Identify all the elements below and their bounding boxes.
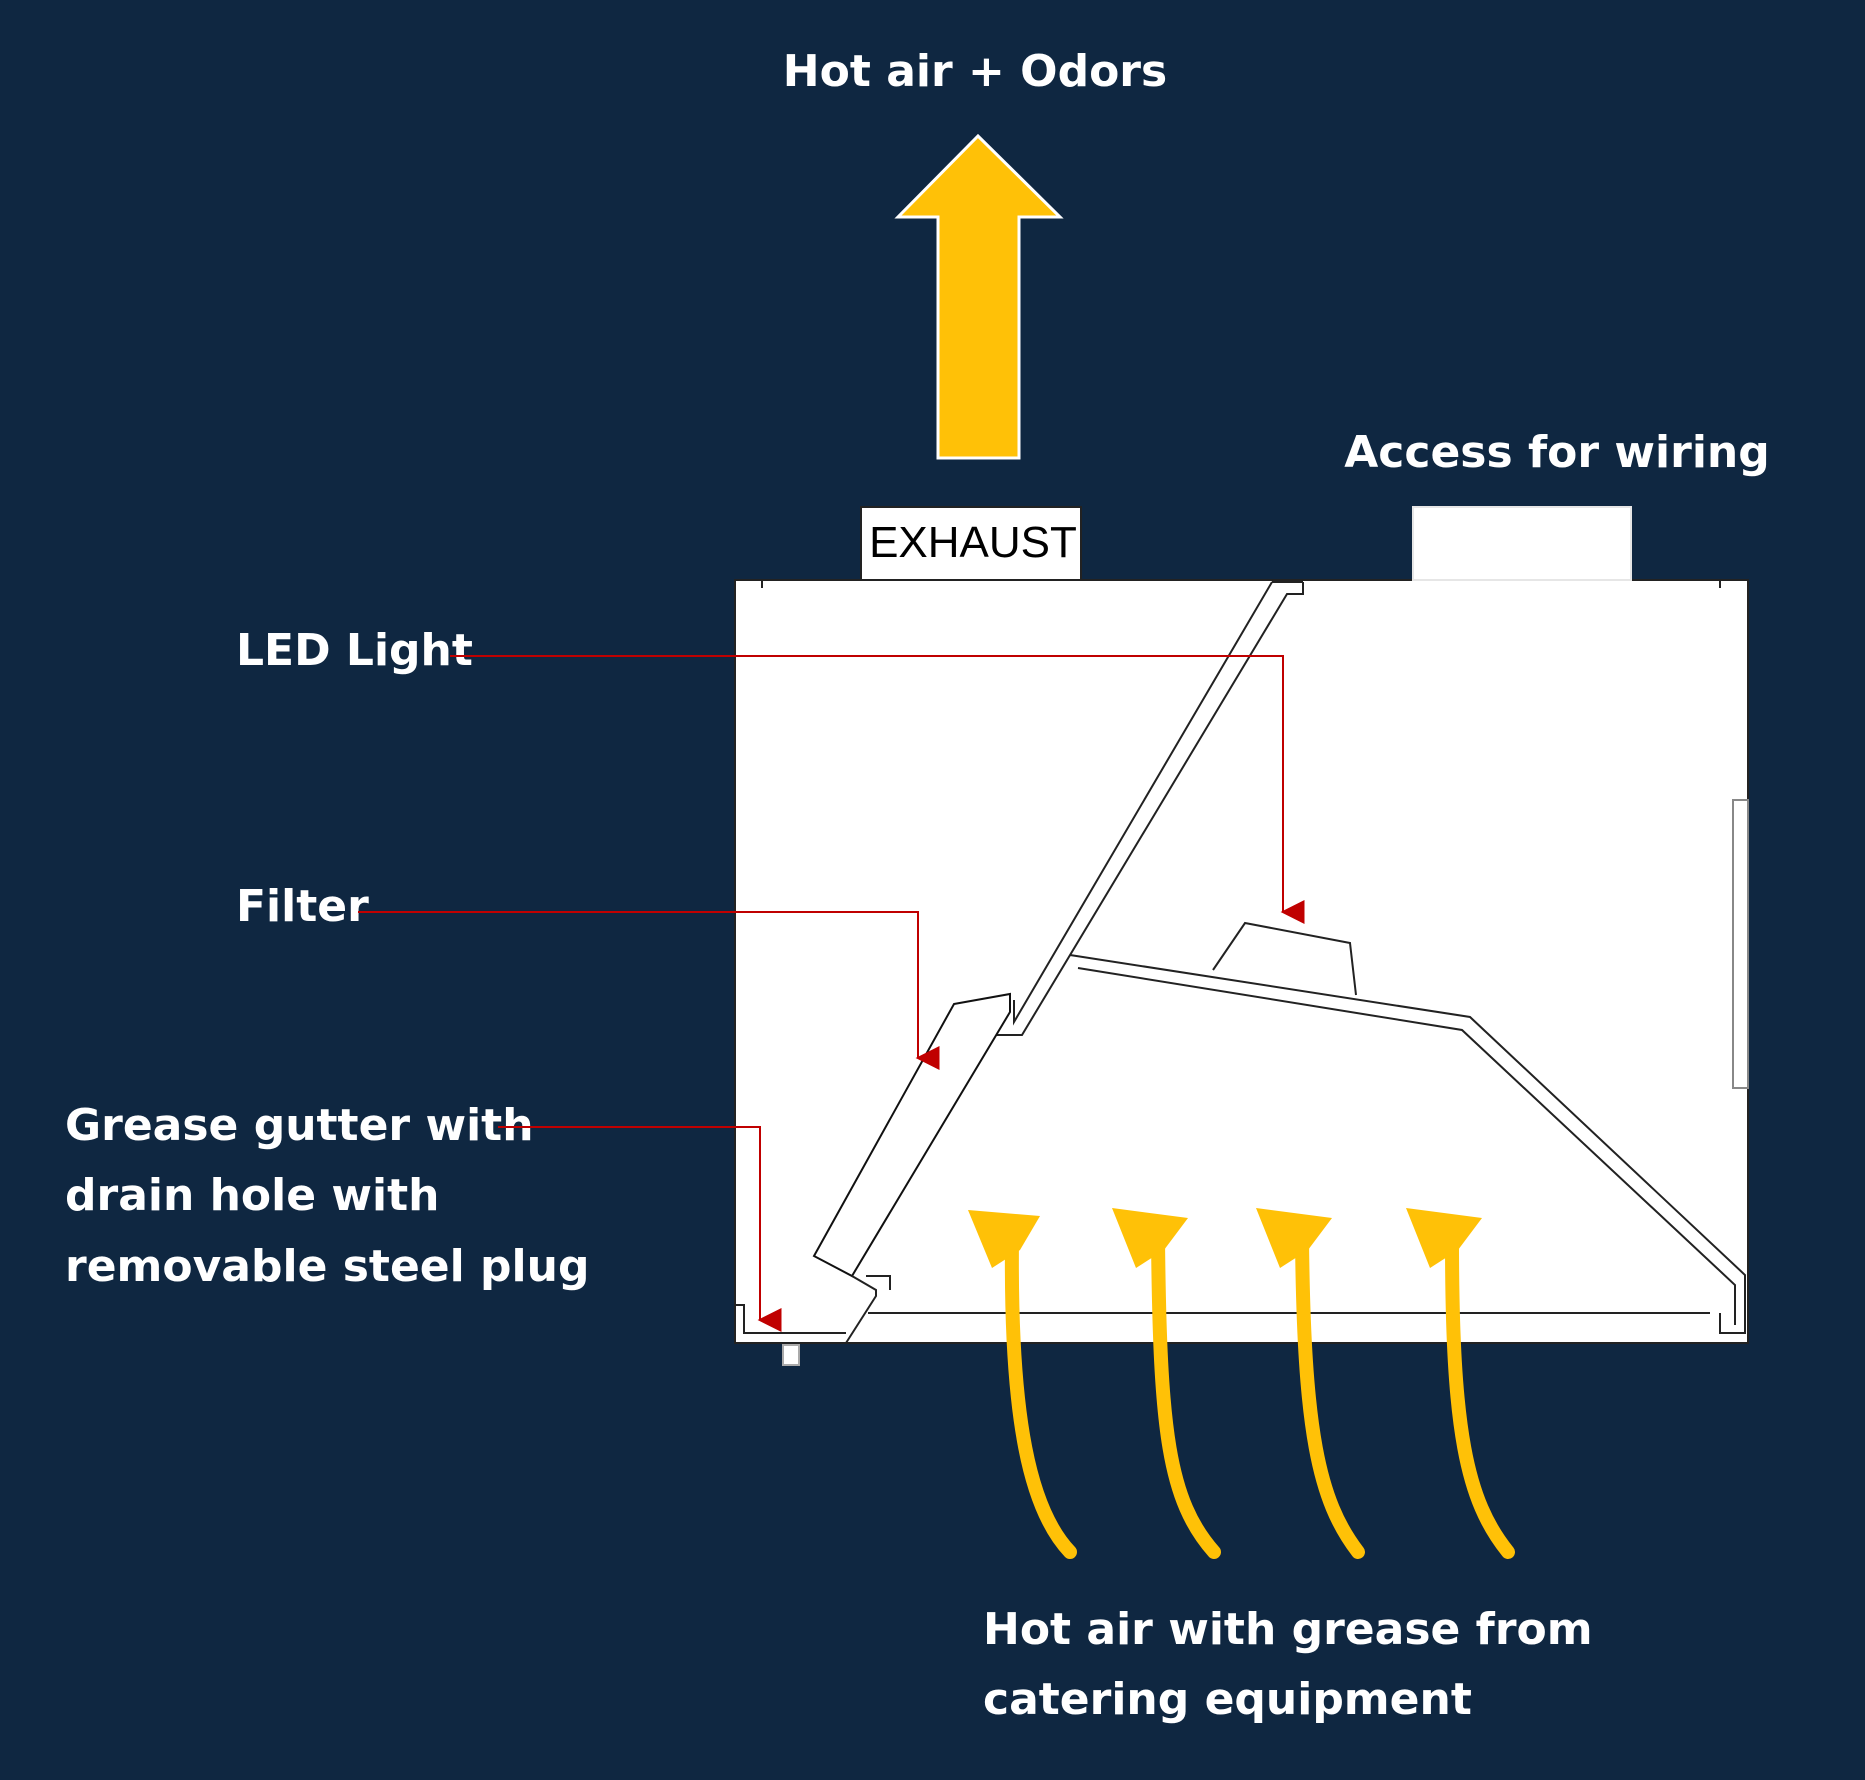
wiring-access-label: Access for wiring	[1344, 427, 1769, 478]
filter-label: Filter	[236, 881, 369, 932]
exhaust-flow-arrow-icon	[894, 133, 1064, 460]
led-light-label: LED Light	[236, 625, 473, 676]
bottom-flow-label-line-1: Hot air with grease from	[983, 1604, 1593, 1655]
exhaust-collar	[860, 506, 1082, 581]
drain-plug-icon	[782, 1344, 800, 1366]
airflow-arrow-icon	[1112, 1208, 1221, 1559]
grease-airflow-arrows	[968, 1208, 1515, 1559]
led-light-callout	[450, 655, 1305, 924]
grease-gutter-callout	[498, 1126, 782, 1332]
side-panel	[1732, 799, 1749, 1089]
led-light-fixture	[1212, 921, 1357, 996]
airflow-arrow-icon	[1406, 1208, 1515, 1559]
grease-gutter-label-line-1: Grease gutter with	[65, 1100, 534, 1151]
wiring-access-box	[1412, 506, 1632, 581]
grease-gutter-label-line-3: removable steel plug	[65, 1241, 589, 1292]
airflow-arrow-icon	[968, 1210, 1077, 1559]
top-flow-label: Hot air + Odors	[783, 46, 1167, 97]
inner-hood-panel	[1069, 954, 1746, 1334]
grease-gutter	[736, 1304, 846, 1334]
grease-gutter-label-line-2: drain hole with	[65, 1170, 440, 1221]
exhaust-label: EXHAUST	[869, 518, 1077, 567]
airflow-arrow-icon	[1256, 1208, 1365, 1559]
filter	[812, 992, 1011, 1278]
bottom-flow-label-line-2: catering equipment	[983, 1674, 1472, 1725]
internal-baffle	[990, 581, 1304, 1036]
filter-callout	[358, 911, 940, 1070]
